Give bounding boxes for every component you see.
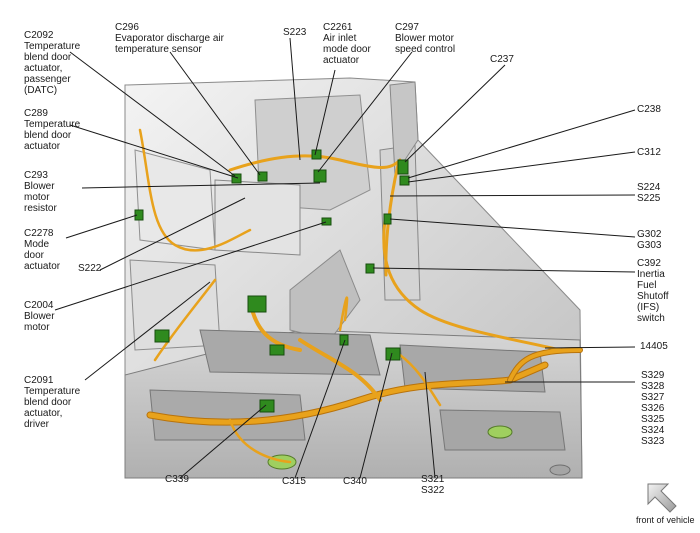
connector-c2091 bbox=[154, 329, 170, 343]
label-s-group: S329 S328 S327 S326 S325 S324 S323 bbox=[641, 370, 665, 447]
leader-lines bbox=[54, 37, 636, 479]
wiring-harness-14405 bbox=[138, 128, 583, 464]
connector-c315 bbox=[339, 334, 349, 346]
label-s222: S222 bbox=[78, 263, 102, 274]
label-s321-s322: S321 S322 bbox=[421, 474, 445, 496]
connector-c297 bbox=[313, 169, 327, 183]
label-c312: C312 bbox=[637, 147, 661, 158]
label-c237: C237 bbox=[490, 54, 514, 65]
connector-misc bbox=[269, 344, 285, 356]
label-c238: C238 bbox=[637, 104, 661, 115]
label-s224-s225: S224 S225 bbox=[637, 182, 661, 204]
connector-c293 bbox=[321, 217, 332, 226]
label-c297: C297 Blower motor speed control bbox=[395, 22, 456, 55]
connector-c339 bbox=[259, 399, 275, 413]
label-s223: S223 bbox=[283, 27, 307, 38]
label-c289: C289 Temperature blend door actuator bbox=[24, 108, 81, 152]
label-c293: C293 Blower motor resistor bbox=[24, 170, 57, 214]
label-c2004: C2004 Blower motor bbox=[24, 300, 55, 333]
label-14405: 14405 bbox=[640, 341, 668, 352]
connectors bbox=[134, 149, 410, 413]
label-c392: C392 Inertia Fuel Shutoff (IFS) switch bbox=[637, 258, 669, 324]
connector-c340 bbox=[385, 347, 401, 361]
label-c315: C315 bbox=[282, 476, 306, 487]
label-c339: C339 bbox=[165, 474, 189, 485]
connector-c2278 bbox=[134, 209, 144, 221]
label-c2278: C2278 Mode door actuator bbox=[24, 228, 61, 272]
connector-c2092 bbox=[231, 173, 242, 184]
label-c296: C296 Evaporator discharge air temperatur… bbox=[115, 22, 224, 55]
label-c2091: C2091 Temperature blend door actuator, d… bbox=[24, 375, 81, 430]
connector-c2004 bbox=[247, 295, 267, 313]
label-c2092: C2092 Temperature blend door actuator, p… bbox=[24, 30, 81, 96]
label-g302-g303: G302 G303 bbox=[637, 229, 662, 251]
connector-c238 bbox=[399, 175, 410, 186]
connector-g302 bbox=[383, 213, 392, 225]
front-of-vehicle-arrow-icon bbox=[647, 483, 677, 513]
connector-c392 bbox=[365, 263, 375, 274]
connector-c237 bbox=[397, 159, 409, 175]
label-c2261: C2261 Air inlet mode door actuator bbox=[323, 22, 371, 66]
connector-c296 bbox=[257, 171, 268, 182]
connector-c2261 bbox=[311, 149, 322, 160]
label-c340: C340 bbox=[343, 476, 367, 487]
label-front-of-vehicle: front of vehicle bbox=[636, 515, 695, 525]
